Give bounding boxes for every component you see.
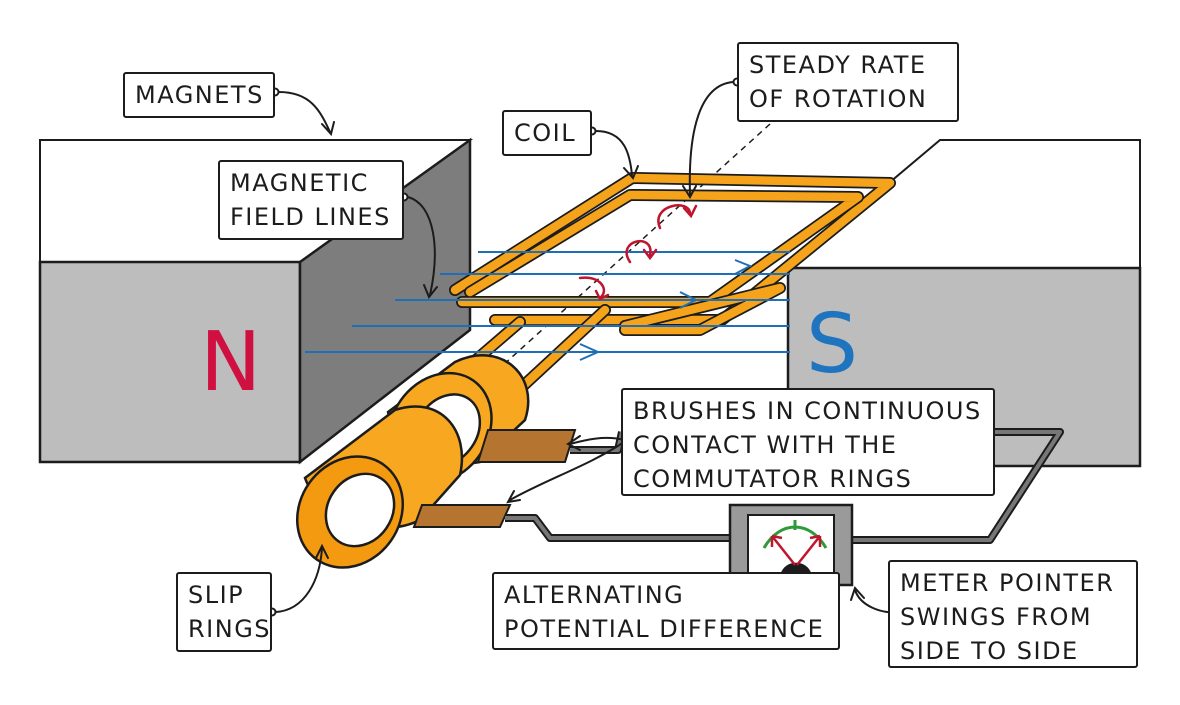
field-lines-label-line1: MAGNETIC xyxy=(230,169,369,197)
slip-rings-label-line1: SLIP xyxy=(188,581,245,609)
slip-rings xyxy=(295,354,530,569)
field-lines-callout: MAGNETIC FIELD LINES xyxy=(218,160,404,240)
rotation-callout: STEADY RATE OF ROTATION xyxy=(737,42,959,122)
magnets-callout: MAGNETS xyxy=(123,72,275,118)
alternating-pd-label-line1: ALTERNATING xyxy=(504,581,685,609)
brushes-label-line3: COMMUTATOR RINGS xyxy=(633,465,913,493)
brushes xyxy=(412,429,577,528)
circuit-wire xyxy=(505,428,1064,544)
coil-callout: COIL xyxy=(502,110,592,156)
brushes-callout: BRUSHES IN CONTINUOUS CONTACT WITH THE C… xyxy=(621,388,995,496)
rotation-label-line2: OF ROTATION xyxy=(749,85,928,113)
meter-pointer-callout: METER POINTER SWINGS FROM SIDE TO SIDE xyxy=(888,560,1138,668)
field-lines xyxy=(305,251,790,361)
meter-pointer-left xyxy=(770,534,796,566)
magnets-label: MAGNETS xyxy=(135,81,264,109)
coil-label: COIL xyxy=(514,119,577,147)
meter-pointer-label-line3: SIDE TO SIDE xyxy=(900,637,1079,665)
north-pole-label: N xyxy=(200,315,261,410)
rotation-arrow xyxy=(578,276,606,300)
brush-upper xyxy=(476,429,577,463)
south-pole-label: S xyxy=(806,297,858,392)
field-arrow xyxy=(679,291,699,309)
brushes-label-line2: CONTACT WITH THE xyxy=(633,431,898,459)
alternating-pd-callout: ALTERNATING POTENTIAL DIFFERENCE xyxy=(492,572,840,650)
rotation-axis xyxy=(469,123,771,396)
alternating-pd-label-line2: POTENTIAL DIFFERENCE xyxy=(504,615,825,643)
field-arrow xyxy=(579,343,601,361)
field-lines-label-line2: FIELD LINES xyxy=(230,203,391,231)
north-magnet-side xyxy=(298,137,472,465)
brush-lower xyxy=(412,504,512,528)
meter-pointer-label-line2: SWINGS FROM xyxy=(900,603,1093,631)
rotation-label-line1: STEADY RATE xyxy=(749,51,927,79)
rotation-arrow xyxy=(625,239,652,264)
field-arrow xyxy=(734,259,753,275)
coil xyxy=(449,172,896,404)
rotation-arrows xyxy=(578,204,698,301)
rotation-arrow xyxy=(657,204,692,230)
slip-rings-label-line2: RINGS xyxy=(188,615,272,643)
voltmeter xyxy=(728,503,854,587)
meter-pointer-right xyxy=(796,534,822,566)
slip-rings-callout: SLIP RINGS xyxy=(176,572,272,652)
meter-pointer-label-line1: METER POINTER xyxy=(900,569,1115,597)
brushes-label-line1: BRUSHES IN CONTINUOUS xyxy=(633,397,982,425)
